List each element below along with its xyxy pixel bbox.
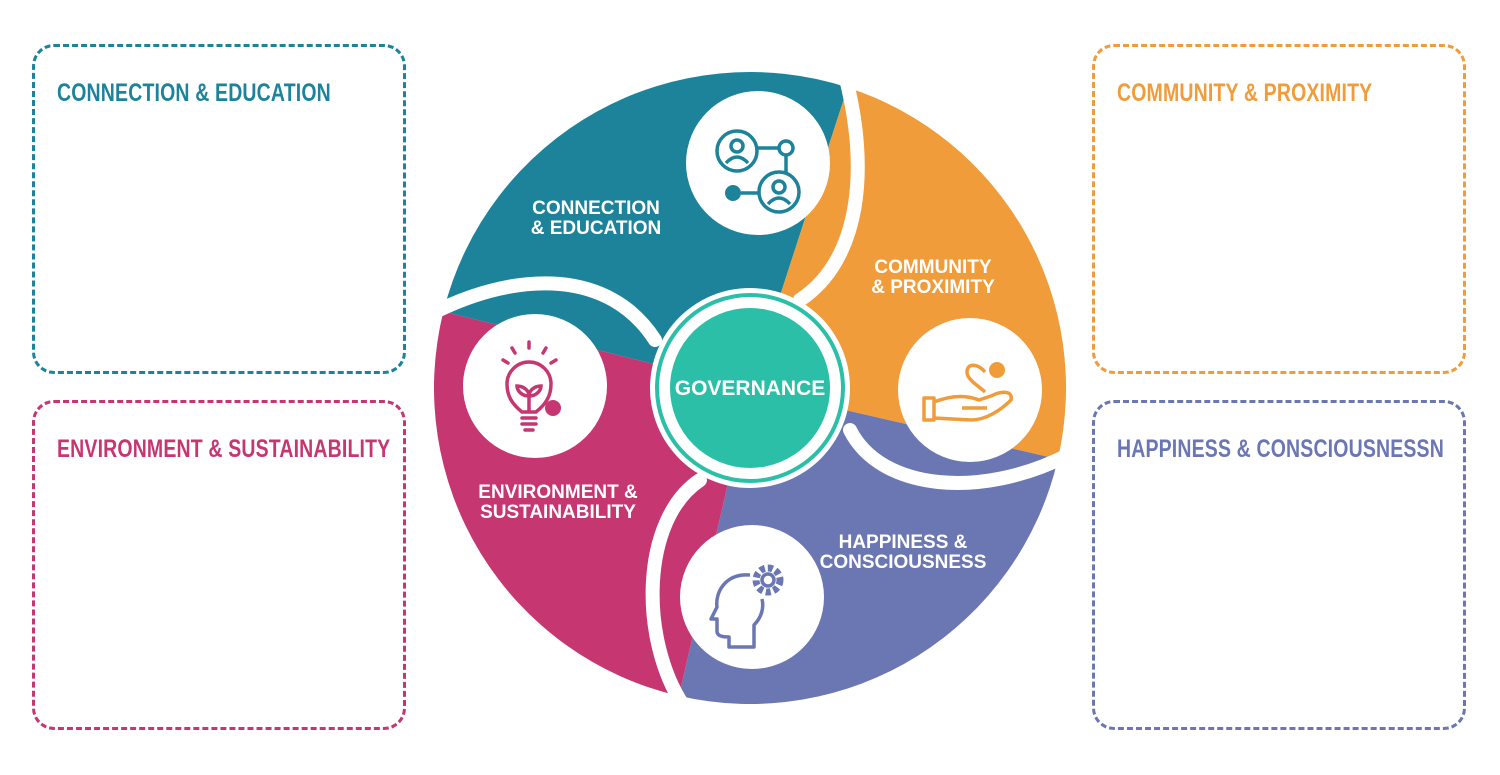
box-title: HAPPINESS & CONSCIOUSNESSN [1117, 435, 1444, 463]
box-title: CONNECTION & EDUCATION [57, 79, 331, 107]
connection-education-box: CONNECTION & EDUCATION [32, 44, 406, 374]
segment-label: COMMUNITY [874, 257, 991, 278]
segment-label: CONSCIOUSNESS [820, 552, 987, 573]
segment-label: CONNECTION [532, 198, 660, 219]
governance-label: GOVERNANCE [675, 377, 826, 400]
box-title: ENVIRONMENT & SUSTAINABILITY [57, 435, 391, 463]
segment-label: ENVIRONMENT & [478, 482, 638, 503]
icon-network-people-icon [686, 91, 830, 235]
governance-circle [670, 308, 830, 468]
community-proximity-box: COMMUNITY & PROXIMITY [1092, 44, 1466, 374]
separators [428, 68, 1075, 712]
segment-label: HAPPINESS & [839, 532, 968, 553]
segment-label: & EDUCATION [531, 218, 662, 239]
center-ring [655, 293, 845, 483]
environment-sustainability-box: ENVIRONMENT & SUSTAINABILITY [32, 400, 406, 730]
happiness-consciousness-box: HAPPINESS & CONSCIOUSNESSN [1092, 400, 1466, 730]
box-title: COMMUNITY & PROXIMITY [1117, 79, 1373, 107]
segment-label: SUSTAINABILITY [480, 502, 636, 523]
icon-head-gear-icon [680, 525, 824, 669]
icon-hand-heart-icon [898, 318, 1042, 462]
icon-lightbulb-plant-icon [463, 314, 607, 458]
segment-label: & PROXIMITY [871, 277, 995, 298]
